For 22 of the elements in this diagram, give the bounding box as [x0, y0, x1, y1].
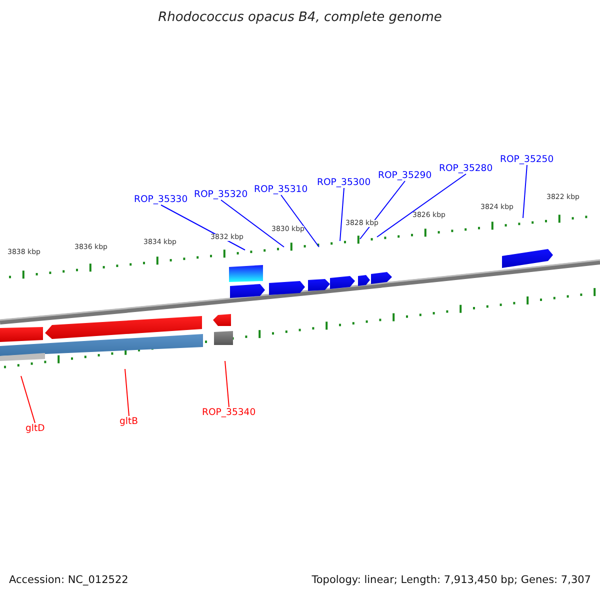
leader-line [124, 368, 130, 416]
leader-line [340, 188, 344, 242]
leader-line [20, 376, 36, 424]
gene-label: ROP_35290 [378, 171, 432, 180]
leader-line [376, 174, 466, 238]
leader-line [280, 194, 320, 248]
leader-line [360, 180, 406, 240]
leader-line [522, 164, 528, 218]
gene-label: ROP_35330 [134, 195, 188, 204]
accession-text: Accession: NC_012522 [9, 575, 128, 586]
gene-label: gltD [26, 424, 45, 434]
gene-label: ROP_35250 [500, 155, 554, 164]
gene-label: ROP_35300 [317, 178, 371, 188]
gene-label: gltB [120, 417, 138, 426]
leader-line [224, 360, 230, 408]
gene-label: ROP_35320 [194, 190, 248, 200]
map-title: Rhodococcus opacus B4, complete genome [157, 11, 443, 24]
leader-line [220, 200, 284, 248]
genome-info-text: Topology: linear; Length: 7,913,450 bp; Genes: 7,307 [312, 575, 591, 586]
gene-label: ROP_35310 [254, 185, 308, 194]
gene-label: ROP_35280 [439, 164, 493, 174]
gene-label: ROP_35340 [202, 408, 256, 418]
